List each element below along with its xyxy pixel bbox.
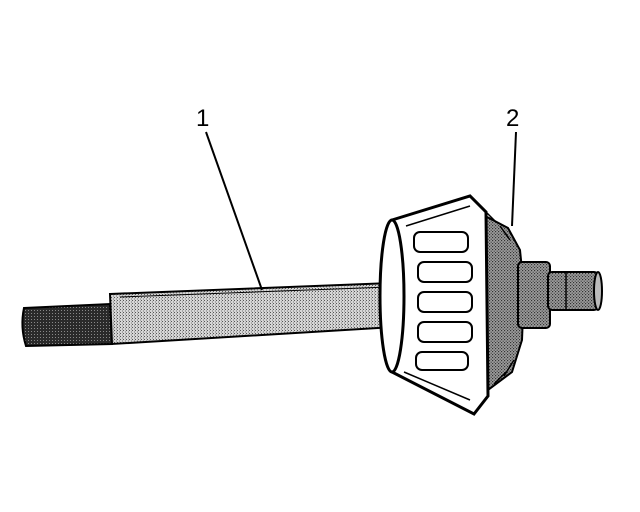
roller [415,351,469,371]
roller [417,261,473,283]
callout-2: 2 [506,105,519,227]
callout-label: 2 [506,105,519,132]
tapered-roller-bearing [378,194,490,416]
knurled-end [21,302,114,348]
stud [547,271,599,311]
callout-1: 1 [196,105,263,291]
leader-line [511,131,517,227]
nut [517,261,551,329]
shaft [21,281,396,348]
roller [417,321,473,343]
roller [417,291,473,313]
leader-line [205,131,263,291]
inner-race-and-nut [468,206,603,398]
roller [413,231,469,253]
callout-label: 1 [196,105,209,132]
bearing-rollers [413,231,473,371]
